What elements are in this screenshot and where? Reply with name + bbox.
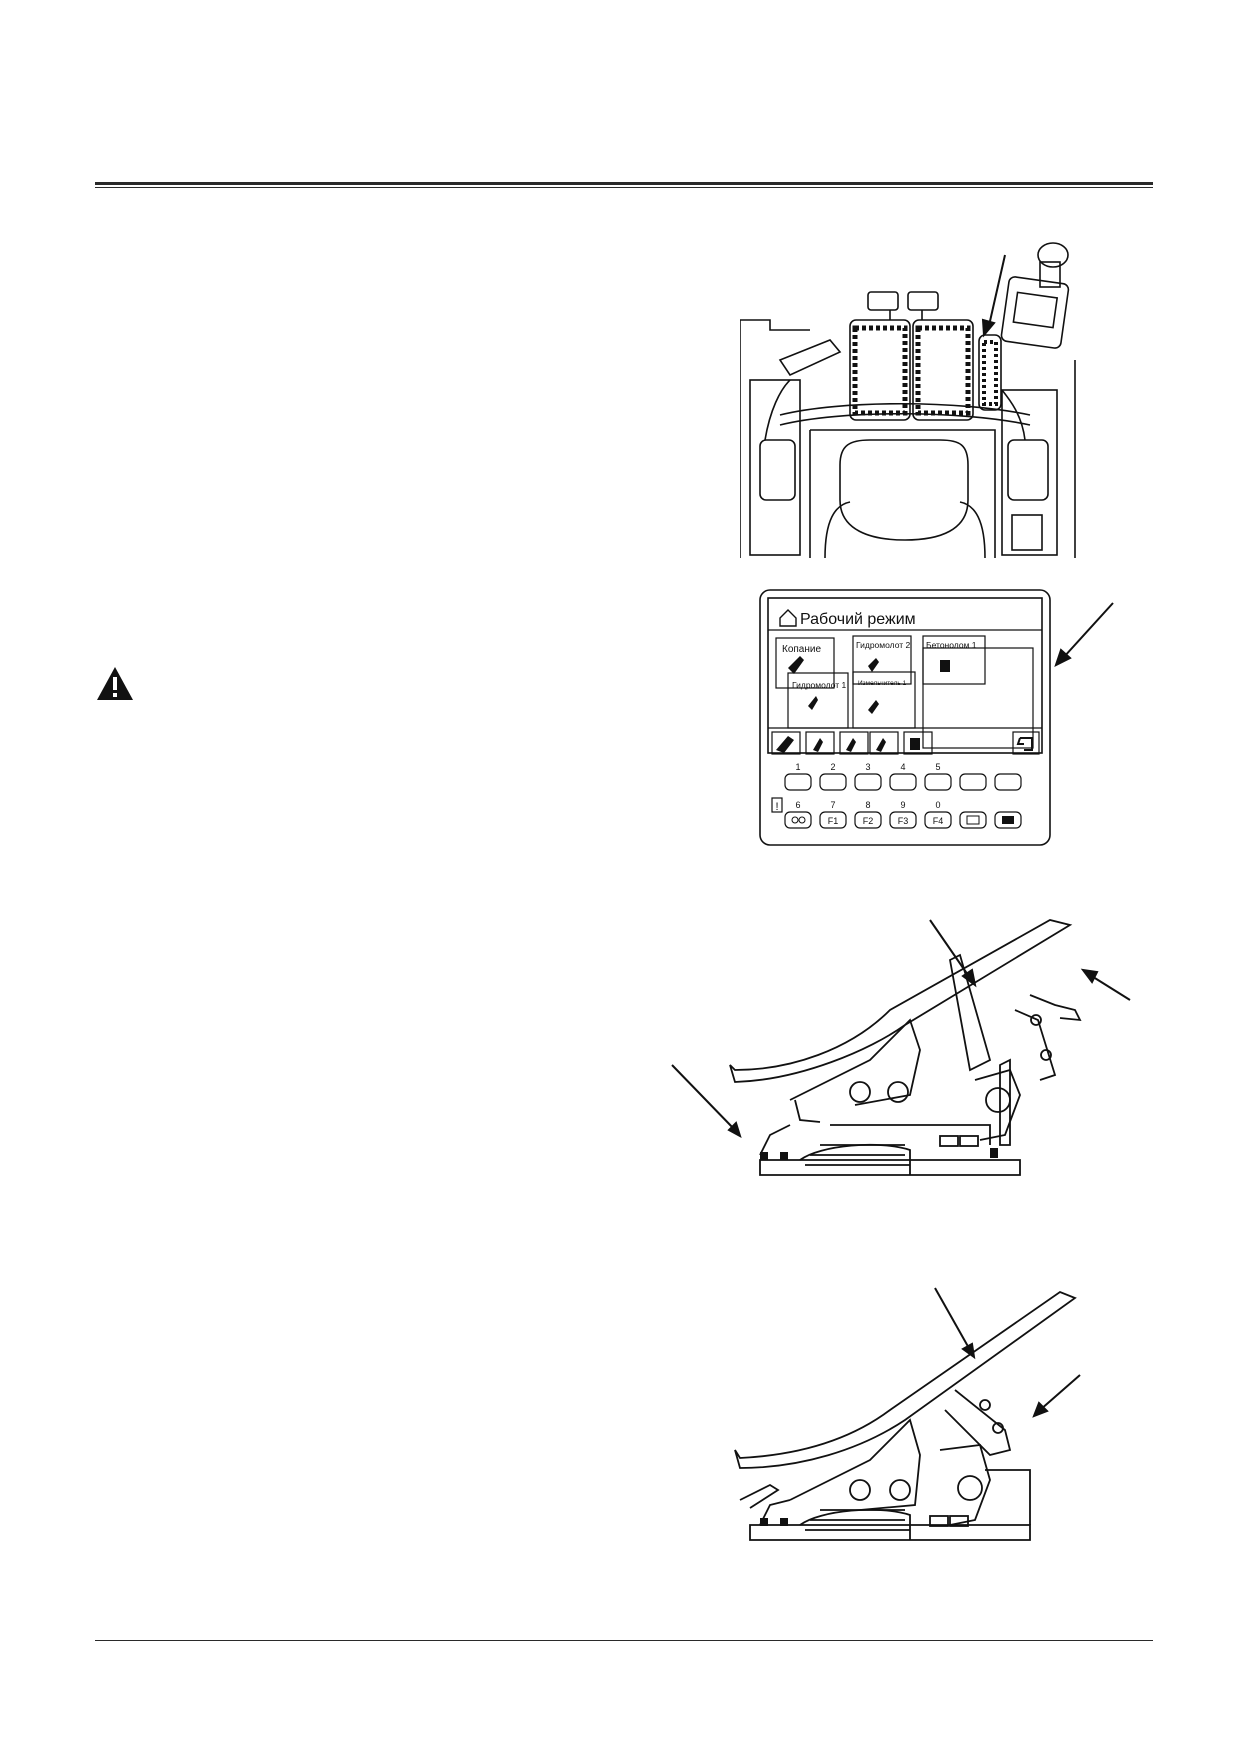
crusher-icon xyxy=(868,700,879,714)
key-camera[interactable] xyxy=(784,811,812,829)
mode-crusher1: Измельчитель 1 xyxy=(858,680,907,687)
key-5[interactable] xyxy=(924,773,952,791)
hammer-icon xyxy=(808,696,818,710)
mode-concrete1: Бетонолом 1 xyxy=(926,640,977,650)
fkey-2: F2 xyxy=(863,816,874,826)
figure-monitor: Рабочий режим Копание Гидромолот 1 Гидро… xyxy=(759,589,1114,846)
monitor-title: Рабочий режим xyxy=(800,611,916,628)
mode-hammer1: Гидромолот 1 xyxy=(792,680,847,690)
monitor-title-bar: Рабочий режим xyxy=(768,609,1042,631)
display-icon xyxy=(1002,816,1014,824)
figure-pedal-side-1 xyxy=(671,919,1131,1176)
figure-cab-pedals xyxy=(740,242,1076,559)
key-3[interactable] xyxy=(854,773,882,791)
mode-kopanie: Копание xyxy=(782,644,821,655)
key-num-3: 3 xyxy=(865,762,870,772)
warning-icon xyxy=(97,667,133,700)
header-rule xyxy=(95,182,1153,185)
key-num-6: 6 xyxy=(795,800,800,810)
key-num-5: 5 xyxy=(935,762,940,772)
key-4[interactable] xyxy=(889,773,917,791)
warning-indicator: ! xyxy=(775,801,778,813)
fkey-4: F4 xyxy=(933,816,944,826)
concrete-icon xyxy=(940,660,950,672)
key-1[interactable] xyxy=(784,773,812,791)
hammer2-icon xyxy=(868,658,879,672)
footer-rule xyxy=(95,1640,1153,1641)
key-f4[interactable] xyxy=(924,811,952,829)
key-num-7: 7 xyxy=(830,800,835,810)
key-num-4: 4 xyxy=(900,762,905,772)
key-num-1: 1 xyxy=(795,762,800,772)
key-6-blank[interactable] xyxy=(959,773,987,791)
key-display[interactable] xyxy=(994,811,1022,829)
header-rule-thin xyxy=(95,187,1153,188)
key-2[interactable] xyxy=(819,773,847,791)
fkey-1: F1 xyxy=(828,816,839,826)
key-num-2: 2 xyxy=(830,762,835,772)
key-7-blank[interactable] xyxy=(994,773,1022,791)
key-f2[interactable] xyxy=(854,811,882,829)
key-num-8: 8 xyxy=(865,800,870,810)
key-menu[interactable] xyxy=(959,811,987,829)
bucket-icon xyxy=(788,656,804,674)
key-f3[interactable] xyxy=(889,811,917,829)
key-num-0: 0 xyxy=(935,800,940,810)
camera-icon xyxy=(791,816,799,824)
key-num-9: 9 xyxy=(900,800,905,810)
figure-pedal-side-2 xyxy=(734,1287,1081,1541)
menu-icon xyxy=(966,815,980,825)
fkey-3: F3 xyxy=(898,816,909,826)
mode-hammer2: Гидромолот 2 xyxy=(856,640,911,650)
key-f1[interactable] xyxy=(819,811,847,829)
